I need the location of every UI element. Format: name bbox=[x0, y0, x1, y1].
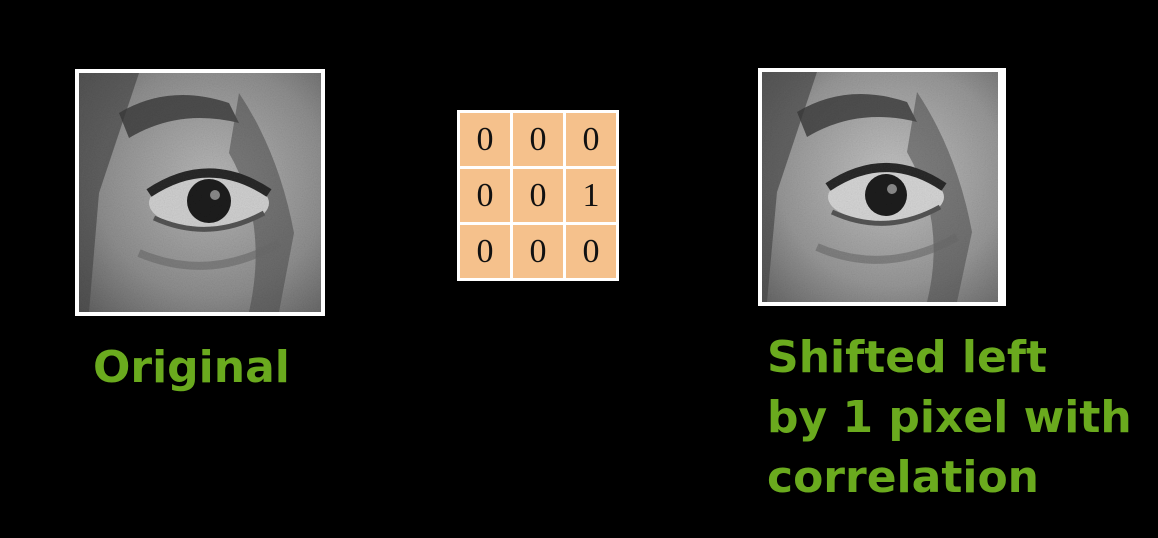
shifted-caption-line: Shifted left bbox=[767, 332, 1048, 383]
kernel-cell: 0 bbox=[460, 169, 510, 222]
original-eye-graphic bbox=[79, 73, 321, 312]
kernel-cell: 0 bbox=[513, 169, 563, 222]
correlation-kernel: 0 0 0 0 0 1 0 0 0 bbox=[457, 110, 619, 281]
shifted-caption-line: correlation bbox=[767, 452, 1039, 503]
kernel-cell: 1 bbox=[566, 169, 616, 222]
original-eye-image bbox=[75, 69, 325, 316]
kernel-cell: 0 bbox=[460, 113, 510, 166]
shifted-caption-line: by 1 pixel with bbox=[767, 392, 1132, 443]
shifted-eye-graphic bbox=[762, 72, 998, 302]
kernel-cell: 0 bbox=[513, 225, 563, 278]
shifted-eye-image bbox=[758, 68, 1006, 306]
kernel-cell: 0 bbox=[460, 225, 510, 278]
shifted-caption: Shifted left by 1 pixel with correlation bbox=[767, 328, 1132, 508]
kernel-cell: 0 bbox=[566, 225, 616, 278]
kernel-cell: 0 bbox=[566, 113, 616, 166]
original-caption: Original bbox=[93, 342, 290, 393]
kernel-cell: 0 bbox=[513, 113, 563, 166]
